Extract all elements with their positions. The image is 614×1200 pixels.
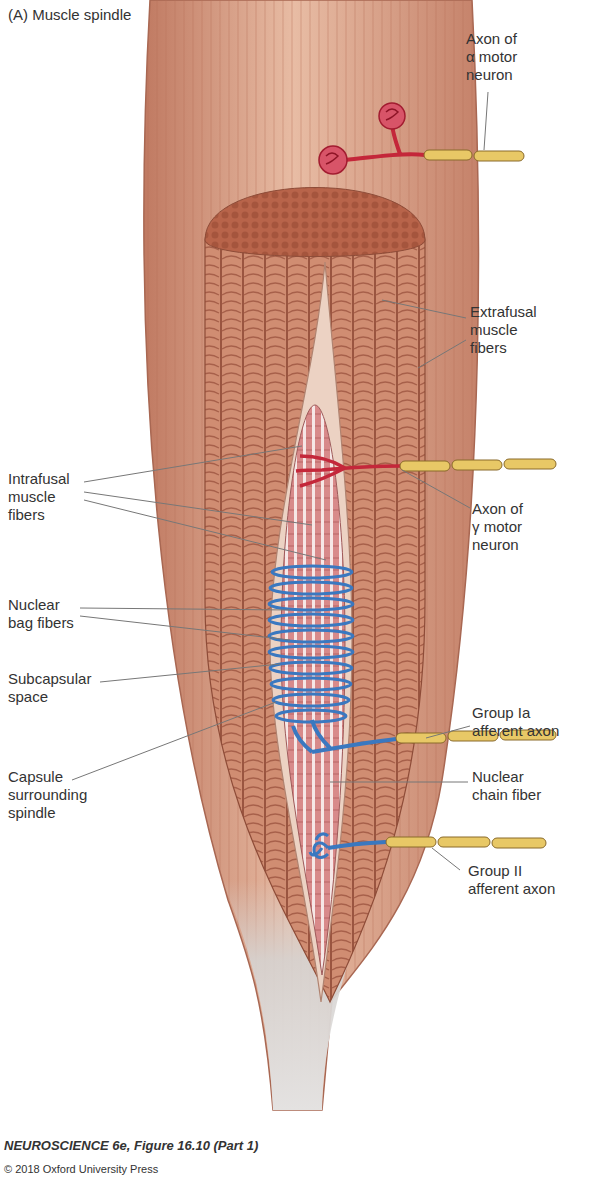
axon-label: Axon of γ motor neuron [472, 500, 534, 554]
myelin-segment [386, 837, 436, 847]
figure-caption: NEUROSCIENCE 6e, Figure 16.10 (Part 1) [4, 1138, 258, 1153]
axon-label: Group II afferent axon [468, 862, 568, 898]
extrafusal-fibers [205, 214, 425, 1002]
leader-line [84, 500, 326, 560]
leader-line [100, 664, 280, 682]
leader-line [382, 300, 466, 318]
ia-afferent-ending [293, 720, 396, 752]
leader-line [402, 470, 470, 508]
cut-face [205, 188, 425, 257]
figure-title: (A) Muscle spindle [8, 6, 131, 23]
gamma-ending [296, 456, 400, 486]
myelin-segment [504, 459, 556, 469]
myelin-segment [474, 151, 524, 161]
muscle-belly [144, 0, 479, 1110]
leader-line [432, 848, 460, 870]
axon-label: Axon of α motor neuron [466, 30, 528, 84]
endplate [379, 103, 405, 129]
myelin-segment [400, 461, 450, 471]
endplate-detail [326, 109, 398, 164]
space-label: Subcapsular space [8, 670, 98, 706]
fiber-label: Nuclear chain fiber [472, 768, 552, 804]
myelin-segment [492, 838, 546, 848]
myelin-segments [400, 459, 556, 471]
leader-line [330, 782, 468, 783]
leader-line [426, 726, 470, 738]
myelin-segments [424, 150, 524, 161]
muscle-streaks [144, 0, 479, 1110]
copyright-note: © 2018 Oxford University Press [4, 1160, 304, 1178]
spindle-capsule [270, 262, 352, 1002]
leader-line [84, 446, 302, 482]
myelin-segment [424, 150, 472, 160]
myelin-segment [452, 460, 502, 470]
leader-lines [72, 92, 488, 870]
group-ii-axon [328, 842, 386, 848]
myelin-segments [386, 837, 546, 848]
leader-line [418, 340, 466, 368]
myelin-segment [438, 837, 490, 847]
leader-line [72, 702, 276, 780]
annulospiral-ending [269, 566, 353, 722]
fiber-label: Extrafusal muscle fibers [470, 303, 550, 357]
leader-line [484, 92, 488, 150]
axon-label: Group Ia afferent axon [472, 704, 572, 740]
fiber-label: Nuclear bag fibers [8, 596, 82, 632]
leader-line [80, 608, 290, 610]
flower-spray-ending [310, 834, 328, 858]
fiber-label: Intrafusal muscle fibers [8, 470, 88, 524]
capsule-label: Capsule surrounding spindle [8, 768, 98, 822]
leader-line [80, 616, 290, 640]
